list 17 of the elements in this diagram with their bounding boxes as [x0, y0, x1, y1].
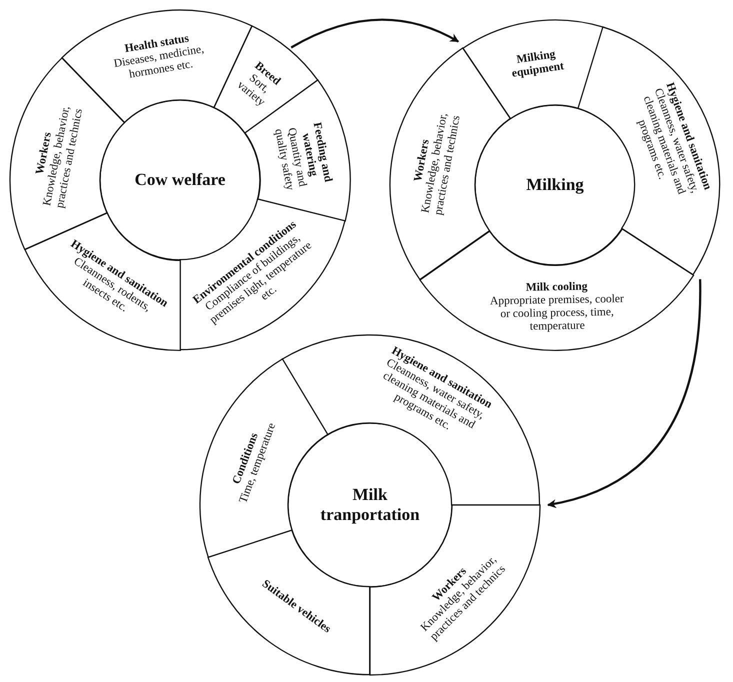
center-label: Milking: [526, 174, 584, 196]
center-label: Milk tranportation: [319, 484, 421, 526]
arrow: [290, 18, 460, 48]
wheel-segment: [390, 48, 510, 280]
wheel-segment: [208, 530, 370, 675]
wheel-segment: [282, 335, 540, 505]
segment-heading: Milk cooling: [524, 280, 589, 296]
wheel-segment: [24, 212, 180, 350]
wheel-segment: [180, 199, 345, 350]
segment-heading: Milking equipment: [510, 47, 566, 82]
segment-text: Appropriate premises, cooler or cooling process, time, temperature: [489, 293, 625, 334]
wheel-circle: [10, 10, 350, 350]
arrow: [547, 279, 702, 508]
wheel-circle: [200, 335, 540, 675]
wheel-segment: [462, 20, 604, 119]
center-circle: [475, 105, 635, 265]
center-label: Cow welfare: [134, 170, 226, 190]
